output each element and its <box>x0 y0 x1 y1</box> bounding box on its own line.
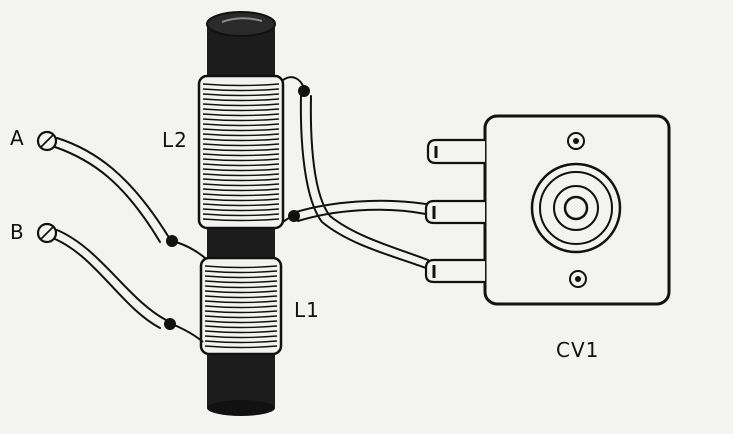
label-terminal-a: A <box>10 126 25 150</box>
label-coil-l2: L2 <box>162 128 188 152</box>
capacitor-lug-bottom <box>424 258 485 284</box>
solder-joint-l2-bottom <box>288 210 300 222</box>
label-terminal-b: B <box>10 220 25 244</box>
l1-bottom-lead <box>171 323 204 343</box>
capacitor-lug-top <box>426 138 485 165</box>
wire-l2-bottom-to-lug-middle <box>295 199 427 222</box>
coil-l2 <box>197 74 285 230</box>
junction-lead <box>175 241 206 259</box>
mounting-hole-top <box>567 132 585 150</box>
solder-joint-l2-top <box>298 85 310 97</box>
solder-joint-a <box>166 235 178 247</box>
mounting-hole-bottom <box>569 270 587 288</box>
coil-l1 <box>199 256 283 356</box>
label-coil-l1: L1 <box>294 298 320 322</box>
terminal-a <box>36 130 58 152</box>
wire-a-to-coils <box>54 137 169 243</box>
capacitor-lug-middle <box>424 199 485 225</box>
wire-b-to-l1 <box>54 229 167 329</box>
terminal-b <box>36 222 58 244</box>
label-capacitor-cv1: CV1 <box>556 338 600 362</box>
variable-capacitor-cv1 <box>424 114 671 306</box>
solder-joint-b <box>164 318 176 330</box>
wire-l2-top-to-lug-bottom <box>299 95 429 269</box>
